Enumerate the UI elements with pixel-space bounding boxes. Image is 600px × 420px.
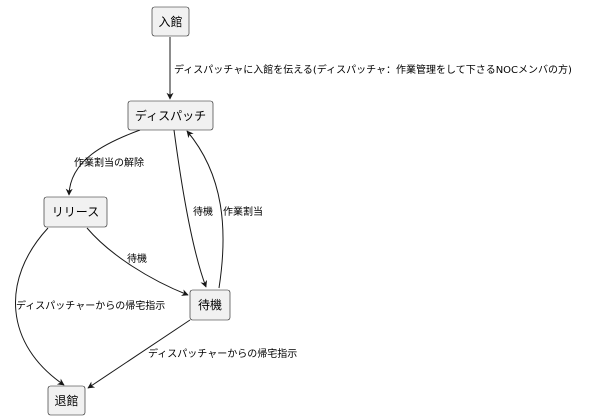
edge-label-standby-to-exit: ディスパッチャーからの帰宅指示 [148,347,297,360]
node-dispatch[interactable]: ディスパッチ [127,100,214,131]
edge-standby-to-exit [87,319,191,389]
edge-labels: ディスパッチャに入館を伝える(ディスパッチャ：作業管理をして下さるNOCメンバの… [16,63,572,360]
edges [15,37,224,389]
node-standby-label: 待機 [198,297,222,312]
edge-standby-to-dispatch [186,130,224,289]
node-release[interactable]: リリース [43,196,108,228]
edge-dispatch-to-release [65,129,141,196]
edge-label-release-to-standby: 待機 [127,252,147,265]
edge-label-entry-to-dispatch: ディスパッチャに入館を伝える(ディスパッチャ：作業管理をして下さるNOCメンバの… [174,63,572,76]
node-entry-label: 入館 [158,14,182,29]
edge-label-dispatch-to-release: 作業割当の解除 [74,156,144,169]
edge-label-release-to-exit: ディスパッチャーからの帰宅指示 [16,299,165,312]
nodes: 入館 ディスパッチ リリース 待機 退館 [43,6,231,416]
edge-release-to-standby [86,227,189,296]
edge-label-standby-to-dispatch: 作業割当 [223,205,263,218]
node-standby[interactable]: 待機 [189,289,231,321]
node-dispatch-label: ディスパッチ [135,108,206,123]
node-release-label: リリース [52,205,99,219]
node-entry[interactable]: 入館 [151,6,190,37]
edge-release-to-exit [15,227,65,386]
node-exit-label: 退館 [54,393,78,408]
node-exit[interactable]: 退館 [47,385,86,416]
edge-label-dispatch-to-standby: 待機 [193,205,213,218]
edge-dispatch-to-standby [173,129,208,288]
